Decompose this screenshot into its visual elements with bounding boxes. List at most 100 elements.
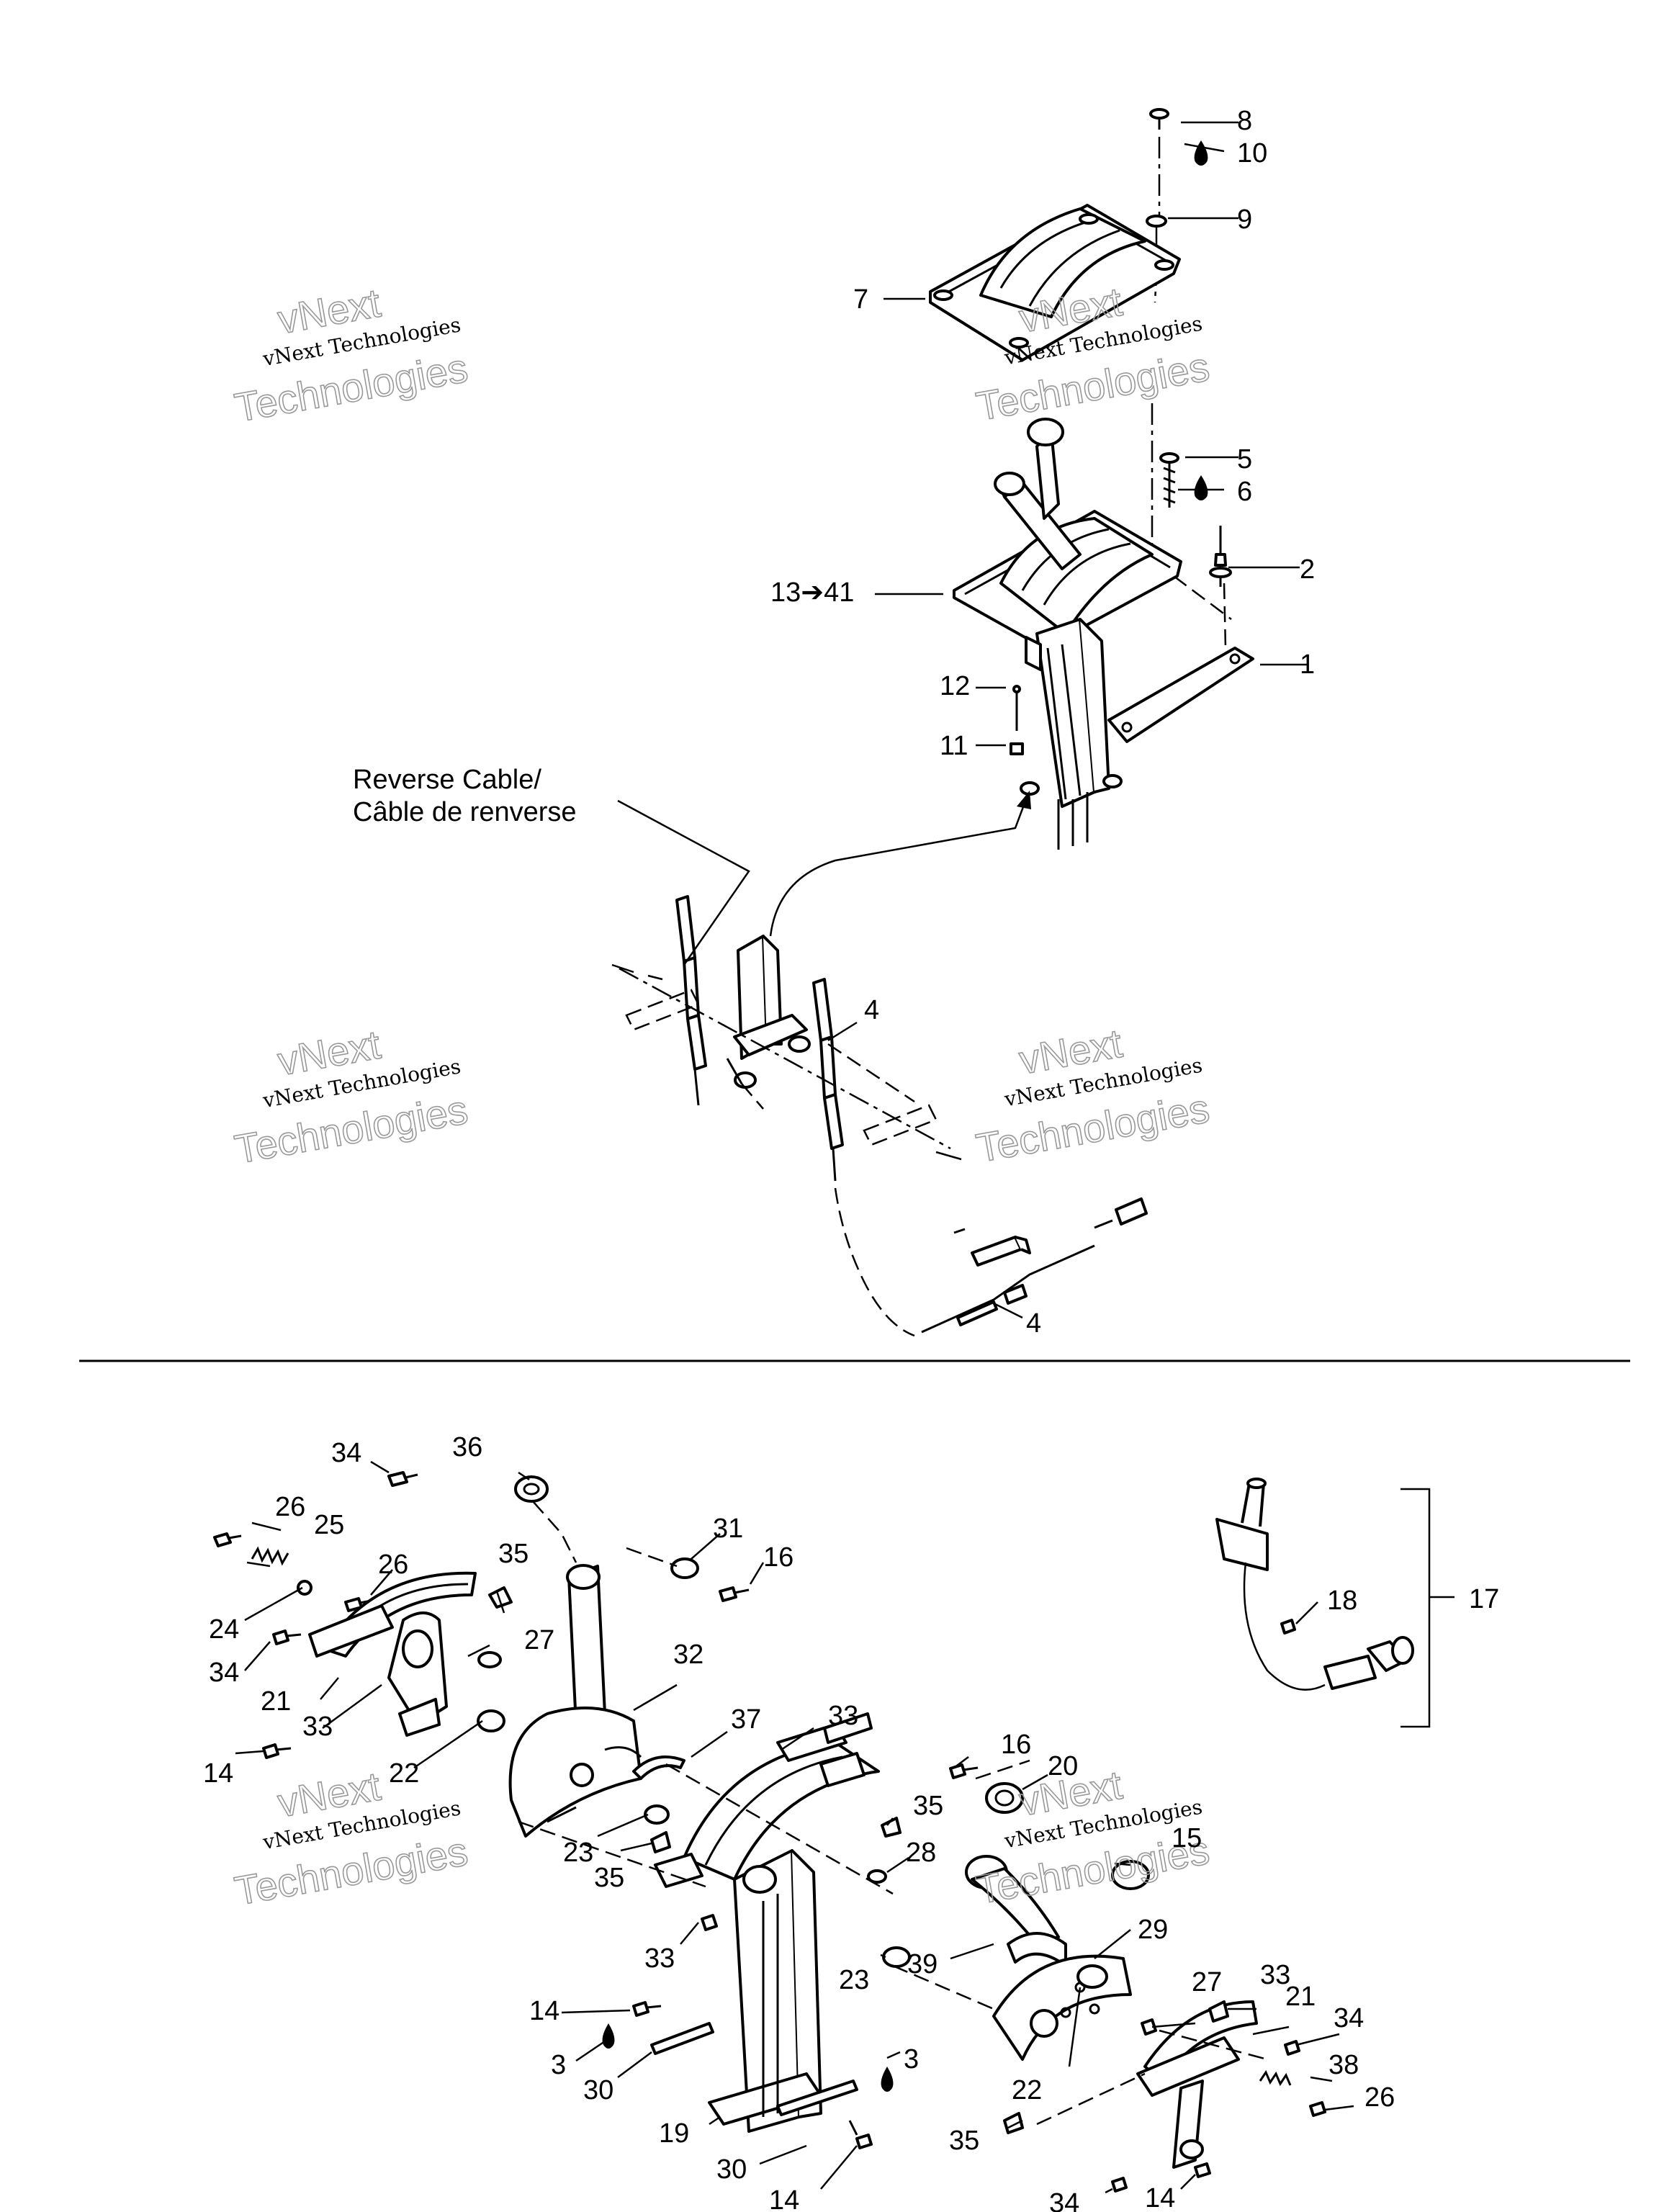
callout-3b: 3	[904, 2044, 919, 2074]
control-housing-13-41	[953, 418, 1182, 850]
screw-14-bottom	[848, 2120, 873, 2149]
screw-14-mid	[632, 2001, 662, 2017]
callout-34d: 34	[1049, 2188, 1079, 2212]
callout-27a: 27	[524, 1625, 554, 1655]
screw-14-right	[1194, 2162, 1211, 2178]
clip-11	[1010, 742, 1024, 755]
stud-2	[1209, 526, 1232, 587]
spring-clip-37	[632, 1755, 685, 1780]
callout-14c: 14	[769, 2185, 799, 2212]
washer-36	[514, 1475, 549, 1503]
cable-fitting	[953, 1197, 1148, 1267]
cable-end-right	[812, 978, 844, 1182]
switch-assembly-17	[1215, 1478, 1414, 1691]
bracket-21-right	[1136, 2000, 1258, 2169]
mounting-plate-1	[1107, 647, 1254, 743]
console-cover-7	[929, 204, 1181, 361]
clip-33-lower	[701, 1914, 718, 1931]
plate-outline-right	[863, 1104, 938, 1146]
spring-38	[1259, 2069, 1292, 2087]
bolt-right	[935, 1151, 962, 1161]
plug-27-right	[1141, 2018, 1157, 2036]
callout-32: 32	[673, 1640, 703, 1670]
callout-19: 19	[659, 2118, 689, 2149]
callout-9: 9	[1237, 204, 1252, 235]
callout-8: 8	[1237, 106, 1252, 136]
callout-3a: 3	[551, 2050, 566, 2080]
axis-line-right	[975, 1759, 1268, 2126]
bushing-22-left	[477, 1709, 505, 1732]
screw-5	[1159, 452, 1179, 508]
callout-24: 24	[209, 1614, 239, 1645]
screw-16-right	[949, 1763, 979, 1779]
callout-labels: 8 10 9 7 5 6 2 1 13➔41 12 11 4 4 34 36 3…	[203, 106, 1499, 2212]
axis-line-lever32	[532, 1501, 678, 1568]
washer-31	[670, 1557, 699, 1579]
drop-icon-10	[1194, 140, 1208, 166]
plate-outline-left	[625, 989, 700, 1031]
callout-27b: 27	[1192, 1967, 1222, 1997]
screw-8	[1149, 108, 1169, 130]
callout-34a: 34	[331, 1438, 361, 1468]
cable-dash-loop	[834, 1187, 915, 1337]
callout-12: 12	[940, 671, 970, 701]
svg-text:Reverse Cable/: Reverse Cable/	[353, 765, 541, 795]
callout-21a: 21	[261, 1686, 291, 1717]
callout-14b: 14	[529, 1996, 559, 2026]
callout-18: 18	[1327, 1586, 1357, 1616]
lower-bracket	[726, 935, 811, 1089]
callout-33d: 33	[1260, 1960, 1290, 1990]
callout-31: 31	[713, 1514, 743, 1544]
plug-27-left	[477, 1651, 502, 1668]
spring-25	[251, 1546, 289, 1566]
leader-lines	[235, 121, 1354, 2194]
callout-26a: 26	[275, 1492, 305, 1522]
lever-32	[508, 1564, 642, 1838]
callout-36: 36	[452, 1432, 482, 1462]
callout-34c: 34	[1334, 2003, 1364, 2033]
drop-icon-6	[1194, 475, 1208, 500]
callout-4b: 4	[1026, 1308, 1041, 1339]
clip-35-bottom	[1003, 2112, 1024, 2134]
block-33-left	[654, 1853, 703, 1888]
screw-34-bottom	[1111, 2177, 1128, 2193]
reverse-cable	[769, 799, 1028, 937]
callout-37: 37	[731, 1704, 761, 1735]
callout-33b: 33	[828, 1701, 858, 1731]
bushing-23-right	[882, 1946, 911, 1968]
callout-4a: 4	[864, 995, 879, 1025]
bracket-21-left	[308, 1571, 477, 1658]
watermark-mid-right: vNext vNext Technologies Technologies	[972, 1020, 1213, 1172]
callout-21b: 21	[1285, 1982, 1316, 2012]
axis-line-plate	[1173, 575, 1232, 649]
callout-14a: 14	[203, 1758, 233, 1789]
callout-39: 39	[907, 1949, 938, 1979]
axis-line-bracket	[741, 1043, 915, 1110]
callout-5: 5	[1237, 444, 1252, 475]
group-bracket-17	[1401, 1488, 1455, 1728]
callout-10: 10	[1237, 138, 1267, 168]
watermark-mid-left: vNext vNext Technologies Technologies	[230, 1021, 471, 1173]
callout-6: 6	[1237, 477, 1252, 507]
watermark-top-left: vNext vNext Technologies Technologies	[230, 279, 471, 431]
bushing-22-right	[1076, 1964, 1108, 1989]
callout-38: 38	[1328, 2050, 1359, 2080]
callout-22b: 22	[1012, 2075, 1042, 2105]
callout-26b: 26	[378, 1550, 408, 1580]
drop-icon-3-left	[602, 2023, 615, 2049]
callout-30b: 30	[716, 2154, 747, 2185]
callout-35b: 35	[913, 1791, 943, 1821]
cable-end-left	[675, 895, 707, 1106]
bushing-23-left	[644, 1804, 670, 1825]
callout-17: 17	[1469, 1584, 1499, 1614]
plate-30-right	[776, 2080, 858, 2116]
clip-35-left	[488, 1586, 513, 1609]
screw-14-left	[262, 1743, 292, 1759]
callout-2: 2	[1300, 554, 1315, 585]
callout-13-41: 13➔41	[770, 577, 854, 608]
bolt-left	[611, 963, 663, 981]
block-33-right	[819, 1752, 866, 1787]
screw-34-left	[272, 1629, 302, 1645]
callout-14d: 14	[1145, 2183, 1175, 2212]
callout-33c: 33	[644, 1943, 675, 1974]
